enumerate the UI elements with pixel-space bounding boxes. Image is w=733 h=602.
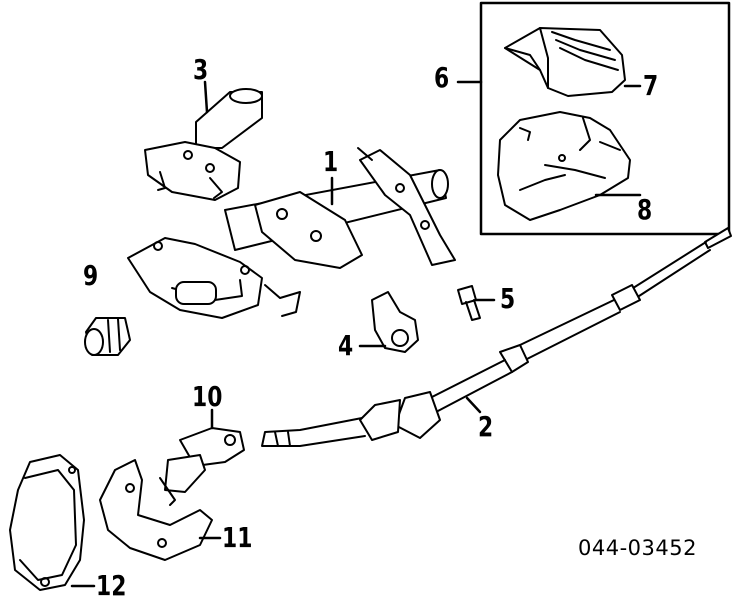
diagram-reference-code: 044-03452 — [578, 536, 697, 560]
callout-3: 3 — [193, 53, 209, 86]
part-3-upper-bracket — [144, 80, 263, 201]
lower-column-bracket — [127, 237, 301, 319]
part-9-sleeve — [84, 317, 131, 356]
part-7-upper-cover — [504, 27, 642, 97]
part-10-universal-joint — [159, 408, 245, 506]
callout-8: 8 — [637, 193, 653, 226]
part-1-column-assembly — [224, 147, 456, 269]
callout-4: 4 — [338, 329, 354, 362]
part-8-lower-cover — [497, 111, 642, 221]
callout-10: 10 — [192, 380, 223, 413]
callout-2: 2 — [478, 410, 494, 443]
callout-5: 5 — [500, 282, 516, 315]
callout-1: 1 — [323, 145, 339, 178]
inset-box — [479, 1, 731, 236]
callout-12: 12 — [96, 569, 127, 602]
callout-7: 7 — [643, 69, 659, 102]
part-11-lower-bracket — [99, 459, 222, 561]
callout-9: 9 — [83, 259, 99, 292]
part-5-bolt — [457, 285, 496, 321]
part-12-boot-cover — [9, 454, 96, 591]
part-2-intermediate-shaft — [261, 227, 732, 447]
callout-11: 11 — [222, 521, 253, 554]
part-4-bracket — [358, 291, 419, 353]
callout-6: 6 — [434, 61, 450, 94]
